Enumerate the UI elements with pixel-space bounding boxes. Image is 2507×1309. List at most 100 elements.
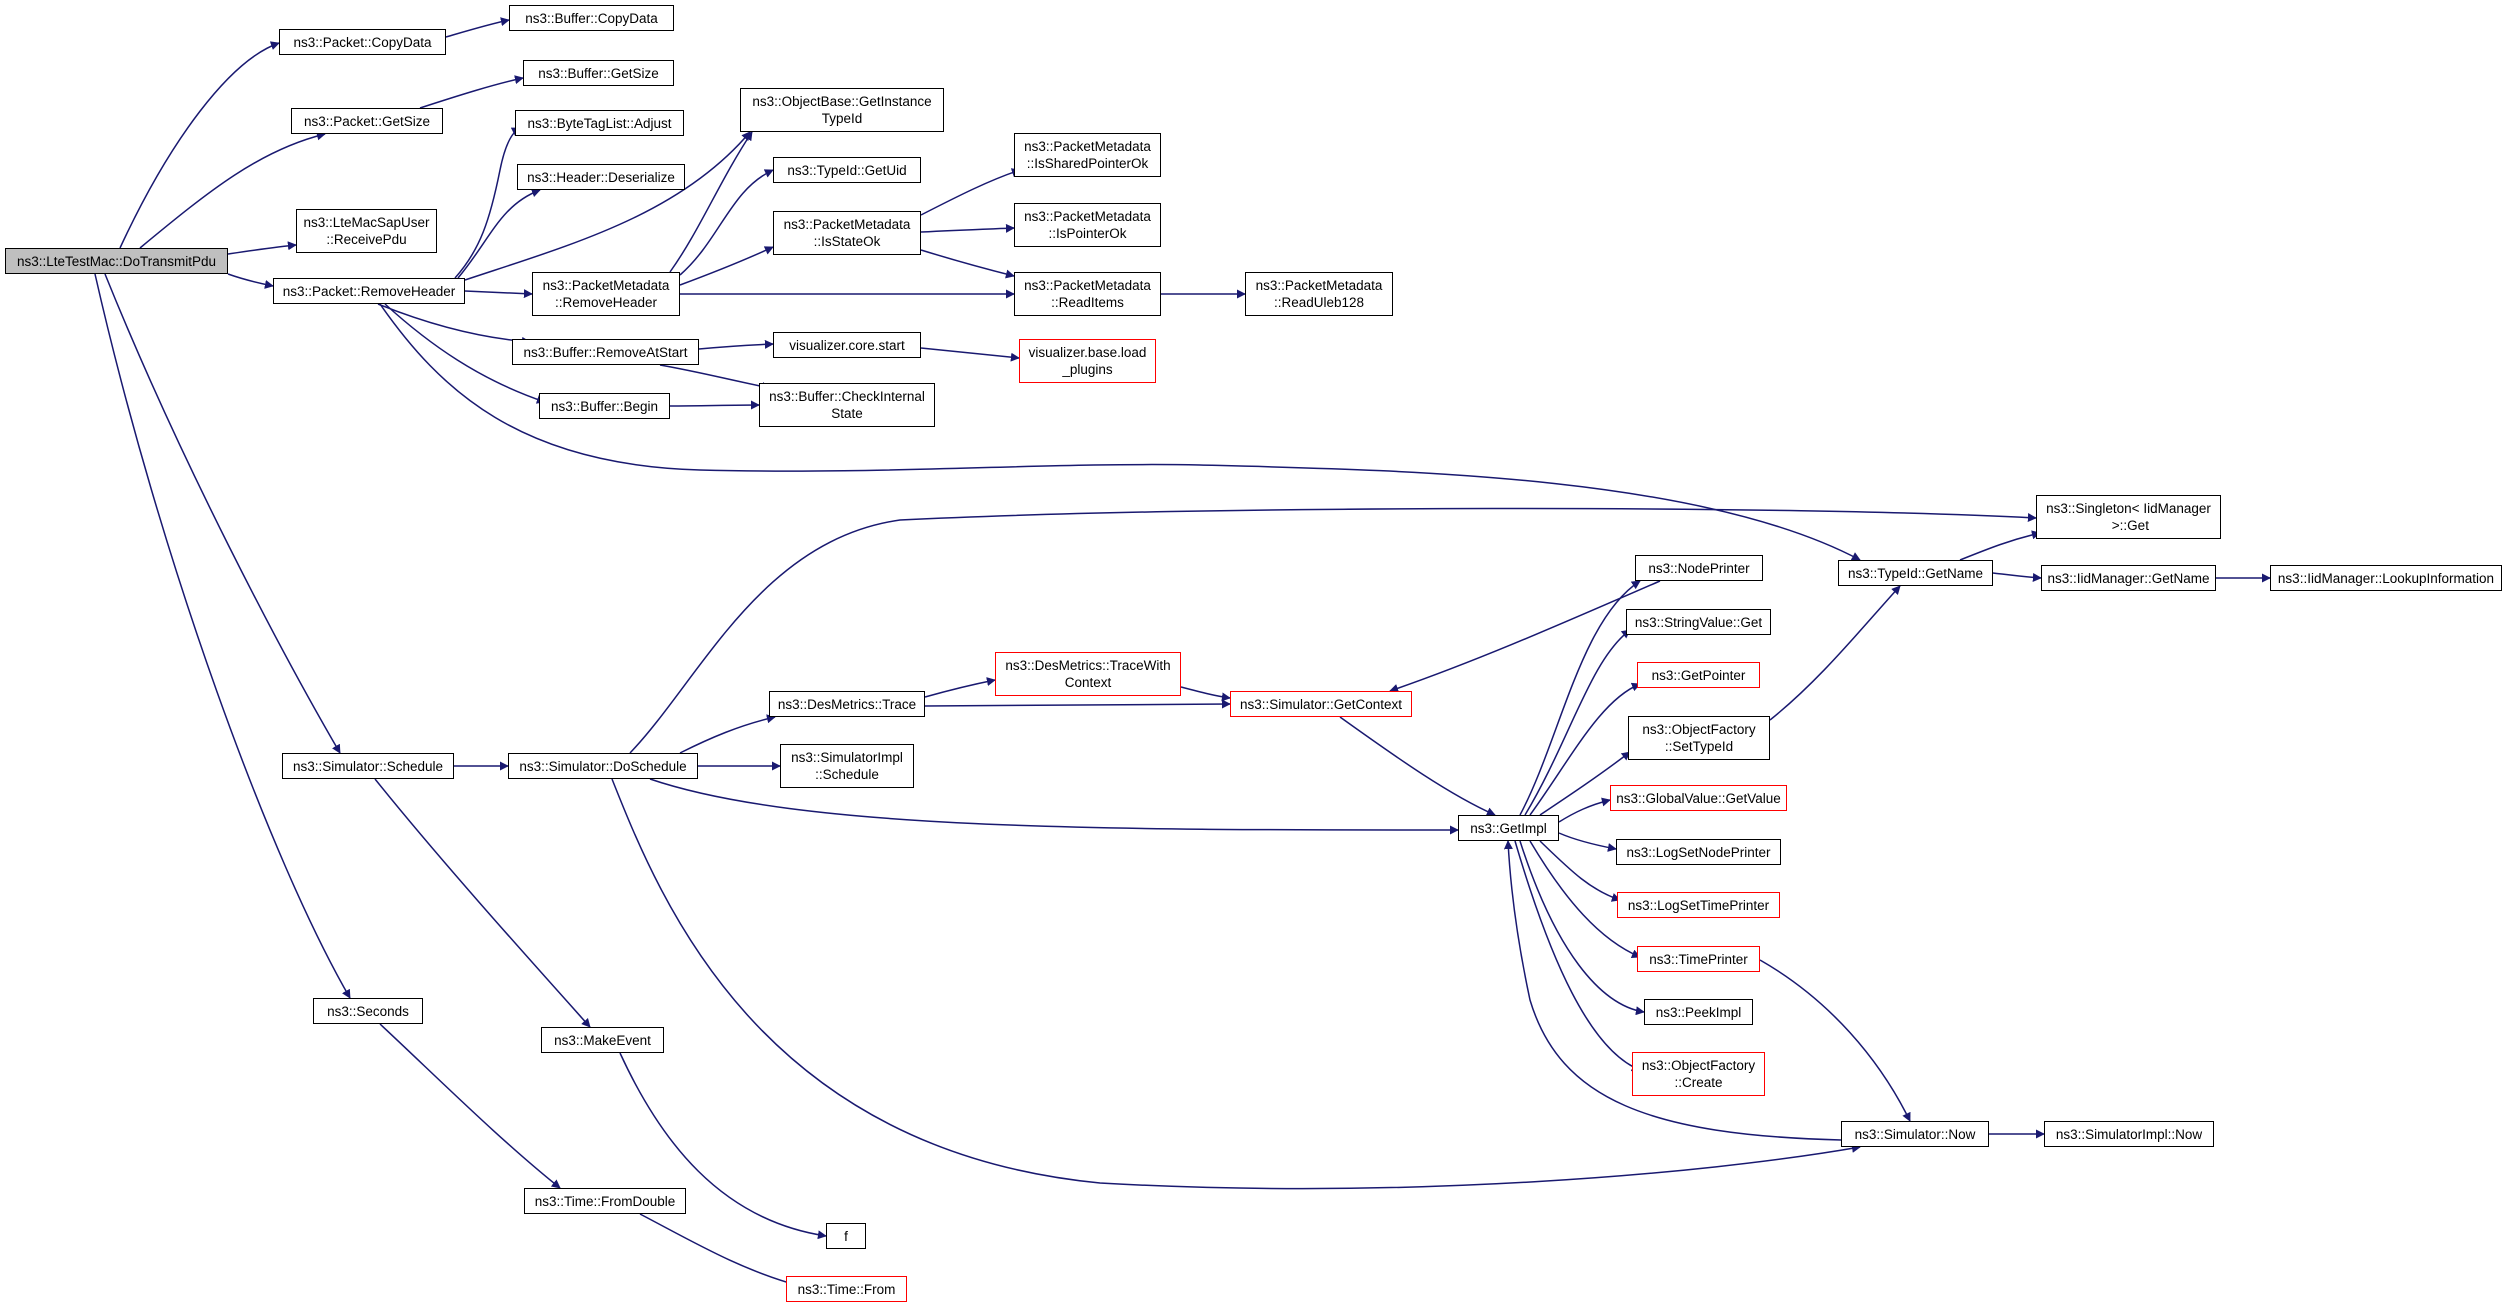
node-log-node[interactable]: ns3::LogSetNodePrinter — [1616, 839, 1781, 865]
node-buf-remstart[interactable]: ns3::Buffer::RemoveAtStart — [512, 339, 699, 365]
edge-root-to-pkt-remhdr — [227, 273, 274, 289]
node-iid-lookup[interactable]: ns3::IidManager::LookupInformation — [2270, 565, 2502, 591]
node-btl-adjust[interactable]: ns3::ByteTagList::Adjust — [515, 110, 684, 136]
edge-pkt-remhdr-to-tid-getname — [379, 303, 1861, 561]
node-pm-remhdr[interactable]: ns3::PacketMetadata ::RemoveHeader — [532, 272, 680, 316]
edge-des-trace-ctx-to-sim-getctx — [1180, 686, 1231, 702]
edge-time-printer-to-sim-now — [1759, 959, 1911, 1122]
edge-root-to-sim-schedule — [104, 273, 341, 754]
edge-pkt-remhdr-to-ob-gettid — [464, 131, 751, 281]
edge-sim-getctx-to-get-impl — [1339, 716, 1496, 816]
edge-get-impl-to-peek-impl — [1519, 840, 1645, 1016]
node-time-printer[interactable]: ns3::TimePrinter — [1637, 946, 1760, 972]
edge-pkt-remhdr-to-pm-remhdr — [464, 289, 533, 299]
node-pkt-getsize[interactable]: ns3::Packet::GetSize — [291, 108, 443, 134]
node-sim-schedule[interactable]: ns3::Simulator::Schedule — [282, 753, 454, 779]
node-buf-begin[interactable]: ns3::Buffer::Begin — [539, 393, 670, 419]
edge-pm-remhdr-to-ob-gettid — [669, 131, 753, 273]
edge-tid-getname-to-singleton-get — [1959, 530, 2041, 561]
edge-pkt-getsize-to-buf-getsize — [419, 75, 524, 109]
node-node-printer[interactable]: ns3::NodePrinter — [1635, 555, 1763, 581]
node-pm-state[interactable]: ns3::PacketMetadata ::IsStateOk — [773, 211, 921, 255]
edge-buf-remstart-to-buf-check — [659, 364, 771, 391]
edge-make-event-to-f — [619, 1052, 827, 1240]
node-viz-start[interactable]: visualizer.core.start — [773, 332, 921, 358]
node-f[interactable]: f — [826, 1223, 866, 1249]
node-time-fromdouble[interactable]: ns3::Time::FromDouble — [524, 1188, 686, 1214]
node-of-settid[interactable]: ns3::ObjectFactory ::SetTypeId — [1628, 716, 1770, 760]
edge-sim-schedule-to-make-event — [374, 778, 591, 1028]
edge-pkt-copy-to-buf-copy — [445, 17, 510, 38]
edge-buf-begin-to-buf-check — [669, 400, 760, 410]
node-log-time[interactable]: ns3::LogSetTimePrinter — [1617, 892, 1780, 918]
node-pm-ptr[interactable]: ns3::PacketMetadata ::IsPointerOk — [1014, 203, 1161, 247]
node-des-trace[interactable]: ns3::DesMetrics::Trace — [769, 691, 925, 717]
edge-sim-dosched-to-singleton-get — [629, 507, 2037, 754]
node-gv-getvalue[interactable]: ns3::GlobalValue::GetValue — [1610, 785, 1787, 811]
edge-get-impl-to-strval-get — [1524, 629, 1631, 816]
node-simimpl-now[interactable]: ns3::SimulatorImpl::Now — [2044, 1121, 2214, 1147]
node-buf-getsize[interactable]: ns3::Buffer::GetSize — [523, 60, 674, 86]
node-des-trace-ctx[interactable]: ns3::DesMetrics::TraceWith Context — [995, 652, 1181, 696]
node-peek-impl[interactable]: ns3::PeekImpl — [1644, 999, 1753, 1025]
node-buf-copy[interactable]: ns3::Buffer::CopyData — [509, 5, 674, 31]
edge-pkt-remhdr-to-buf-begin — [384, 303, 546, 404]
edge-get-impl-to-node-printer — [1519, 580, 1641, 816]
node-strval-get[interactable]: ns3::StringValue::Get — [1626, 609, 1771, 635]
edge-time-fromdouble-to-time-from — [639, 1213, 801, 1289]
node-make-event[interactable]: ns3::MakeEvent — [541, 1027, 664, 1053]
node-tid-getname[interactable]: ns3::TypeId::GetName — [1838, 560, 1993, 586]
node-ob-gettid[interactable]: ns3::ObjectBase::GetInstance TypeId — [740, 88, 944, 132]
node-viz-load[interactable]: visualizer.base.load _plugins — [1019, 339, 1156, 383]
edge-root-to-seconds — [94, 273, 351, 999]
node-get-pointer[interactable]: ns3::GetPointer — [1637, 662, 1760, 688]
node-sim-now[interactable]: ns3::Simulator::Now — [1841, 1121, 1989, 1147]
node-root[interactable]: ns3::LteTestMac::DoTransmitPdu — [5, 248, 228, 274]
node-sim-dosched[interactable]: ns3::Simulator::DoSchedule — [508, 753, 698, 779]
node-singleton-get[interactable]: ns3::Singleton< IidManager >::Get — [2036, 495, 2221, 539]
edge-get-impl-to-time-printer — [1529, 840, 1641, 958]
edge-get-impl-to-gv-getvalue — [1558, 797, 1611, 823]
edge-pm-remhdr-to-tid-getuid — [679, 169, 774, 276]
edge-get-impl-to-log-node — [1558, 832, 1617, 852]
node-time-from[interactable]: ns3::Time::From — [786, 1276, 907, 1302]
edge-get-impl-to-of-create — [1514, 840, 1641, 1072]
edge-root-to-mac-sap — [227, 241, 297, 255]
edge-des-trace-to-des-trace-ctx — [924, 677, 996, 698]
node-mac-sap[interactable]: ns3::LteMacSapUser ::ReceivePdu — [296, 209, 437, 253]
edge-sim-now-to-get-impl — [1503, 840, 1842, 1141]
edge-node-printer-to-sim-getctx — [1389, 580, 1661, 693]
node-simimpl-sched[interactable]: ns3::SimulatorImpl ::Schedule — [780, 744, 914, 788]
node-sim-getctx[interactable]: ns3::Simulator::GetContext — [1230, 691, 1412, 717]
edge-get-impl-to-get-pointer — [1529, 682, 1641, 816]
edge-pm-state-to-pm-ptr — [920, 223, 1015, 233]
edge-des-trace-to-sim-getctx — [924, 699, 1231, 709]
node-get-impl[interactable]: ns3::GetImpl — [1458, 815, 1559, 841]
node-pm-uleb[interactable]: ns3::PacketMetadata ::ReadUleb128 — [1245, 272, 1393, 316]
node-pm-readitems[interactable]: ns3::PacketMetadata ::ReadItems — [1014, 272, 1161, 316]
edge-sim-dosched-to-des-trace — [679, 714, 776, 754]
edge-tid-getname-to-iid-getname — [1992, 572, 2042, 582]
node-buf-check[interactable]: ns3::Buffer::CheckInternal State — [759, 383, 935, 427]
edge-pm-remhdr-to-pm-state — [679, 246, 774, 286]
edge-seconds-to-time-fromdouble — [379, 1023, 561, 1189]
node-of-create[interactable]: ns3::ObjectFactory ::Create — [1632, 1052, 1765, 1096]
node-tid-getuid[interactable]: ns3::TypeId::GetUid — [773, 157, 921, 183]
node-pm-shared[interactable]: ns3::PacketMetadata ::IsSharedPointerOk — [1014, 133, 1161, 177]
node-pkt-remhdr[interactable]: ns3::Packet::RemoveHeader — [273, 278, 465, 304]
edge-buf-remstart-to-viz-start — [698, 339, 774, 350]
node-hdr-deser[interactable]: ns3::Header::Deserialize — [517, 164, 685, 190]
edge-sim-dosched-to-sim-now — [611, 778, 1861, 1190]
edge-root-to-pkt-copy — [119, 41, 280, 249]
node-seconds[interactable]: ns3::Seconds — [313, 998, 423, 1024]
edge-sim-dosched-to-get-impl — [649, 778, 1459, 835]
node-pkt-copy[interactable]: ns3::Packet::CopyData — [279, 29, 446, 55]
edge-get-impl-to-log-time — [1539, 840, 1621, 902]
node-iid-getname[interactable]: ns3::IidManager::GetName — [2041, 565, 2216, 591]
edge-pkt-remhdr-to-btl-adjust — [454, 127, 521, 279]
edge-root-to-pkt-getsize — [139, 131, 326, 249]
edge-pm-state-to-pm-shared — [920, 168, 1021, 216]
edge-pm-state-to-pm-readitems — [920, 249, 1015, 279]
